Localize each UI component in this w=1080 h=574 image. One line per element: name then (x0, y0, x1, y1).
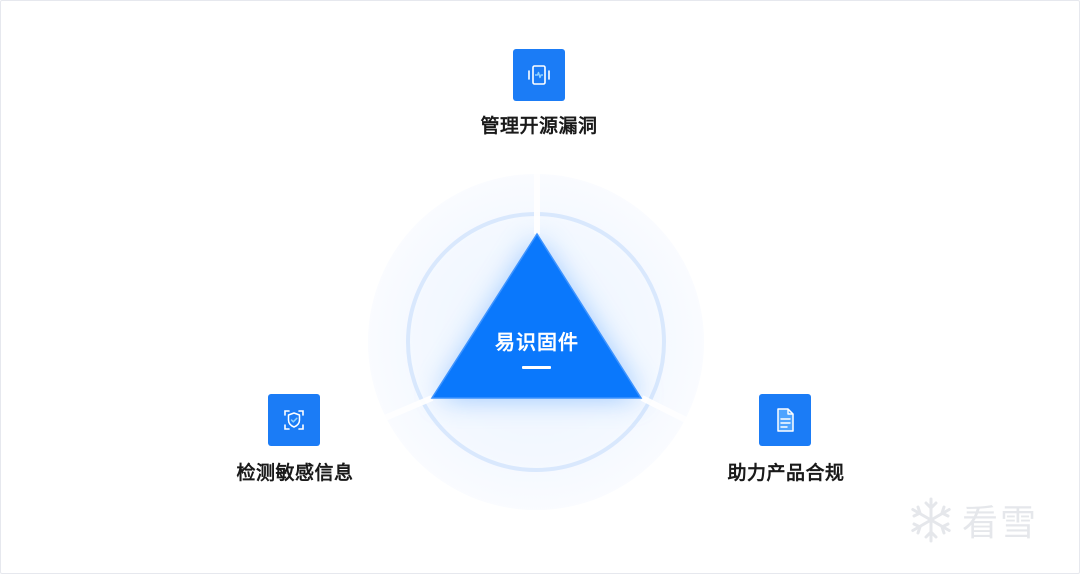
center-triangle (432, 234, 641, 398)
watermark-text: 看雪 (962, 503, 1039, 544)
shield-scan-icon (268, 394, 320, 446)
snowflake-icon (911, 497, 951, 543)
node-label-right: 助力产品合规 (727, 462, 845, 484)
node-label-top: 管理开源漏洞 (480, 115, 598, 137)
center-underline (522, 366, 551, 369)
spokes (350, 160, 724, 441)
vulnerability-scan-icon (513, 49, 565, 101)
spoke-right (640, 395, 724, 441)
document-icon (759, 394, 811, 446)
center-triangle-edge (430, 232, 643, 399)
center-title: 易识固件 (495, 330, 579, 354)
spoke-left (350, 395, 434, 435)
node-label-left: 检测敏感信息 (236, 462, 354, 484)
watermark: 看雪 (906, 494, 1038, 546)
